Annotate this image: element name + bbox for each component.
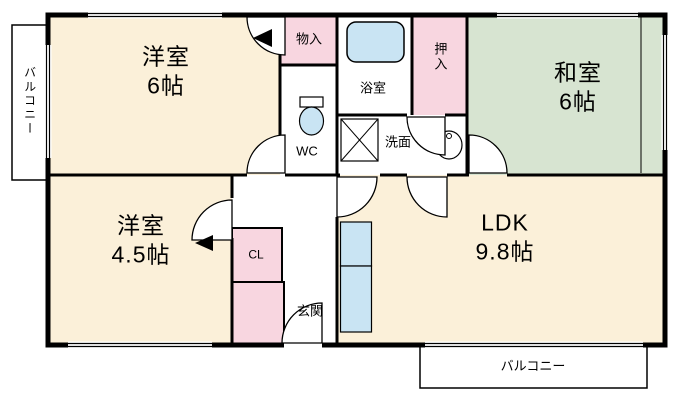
ldk-hall-door-arc (336, 176, 378, 218)
bathtub-icon (346, 21, 405, 63)
kitchen-counter-icon (339, 221, 373, 333)
room-name: 洋室 (142, 43, 190, 70)
western45-door-arc (191, 199, 233, 241)
room-name: LDK (481, 209, 529, 236)
room-label-japanese-6: 和室 6帖 (554, 59, 602, 118)
cl-arrow-icon (195, 235, 213, 251)
door-direction-arrows (195, 29, 272, 251)
room-fills (48, 15, 665, 345)
label-entrance: 玄関 (296, 303, 324, 319)
room-label-western-4-5: 洋室 4.5帖 (112, 212, 171, 271)
room-size: 9.8帖 (475, 239, 535, 265)
room-size: 4.5帖 (111, 242, 171, 268)
label-washroom: 洗面 (384, 134, 412, 150)
washing-machine-icon (340, 118, 379, 162)
entrance-door-arc (281, 302, 323, 344)
door-swing-arcs (191, 16, 508, 344)
washroom-door-arc (406, 116, 446, 156)
balcony-outlines (11, 24, 648, 389)
windows (44, 11, 669, 349)
label-balcony-bottom: バルコニー (500, 358, 566, 374)
toilet-icon (298, 96, 325, 136)
outer-wall (45, 12, 668, 348)
room-label-ldk: LDK 9.8帖 (476, 209, 535, 268)
ldk-wash-door-arc (406, 176, 448, 218)
label-closet: 押入 (432, 42, 448, 72)
room-size: 6帖 (559, 89, 597, 115)
label-toilet: WC (296, 143, 318, 159)
storage-arrow-icon (253, 29, 272, 47)
room-name: 和室 (554, 59, 602, 86)
room-label-western-6: 洋室 6帖 (142, 43, 190, 102)
label-balcony-left: バルコニー (22, 66, 37, 136)
western6-door-arc (246, 134, 286, 174)
room-size: 6帖 (147, 73, 185, 99)
label-cl: CL (248, 247, 264, 262)
label-bath: 浴室 (359, 80, 387, 96)
japanese-door-arc (468, 134, 508, 174)
label-storage: 物入 (295, 31, 323, 47)
room-name: 洋室 (116, 212, 165, 239)
